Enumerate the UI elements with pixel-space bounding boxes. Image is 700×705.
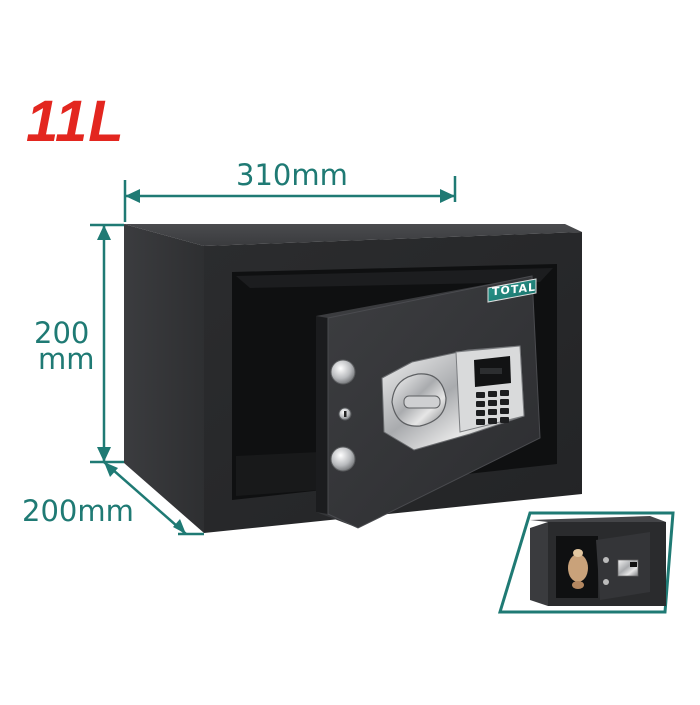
brand-plate [487,278,537,303]
depth-label: 200mm [22,494,134,528]
width-label: 310mm [236,158,348,192]
height-value-label: 200 [34,316,90,350]
door-hinge-buttons [330,359,356,472]
lock-knob [391,373,447,427]
keyhole-icon [338,407,352,421]
keypad-icon [476,390,509,425]
height-unit-label: mm [38,342,95,376]
lcd-display [474,356,511,387]
depth-dimension-arrow [103,461,204,536]
width-dimension-arrow [123,176,457,222]
height-dimension-arrow [90,223,124,464]
capacity-label: 11L [26,89,125,154]
inset-thumbnail [497,511,675,614]
